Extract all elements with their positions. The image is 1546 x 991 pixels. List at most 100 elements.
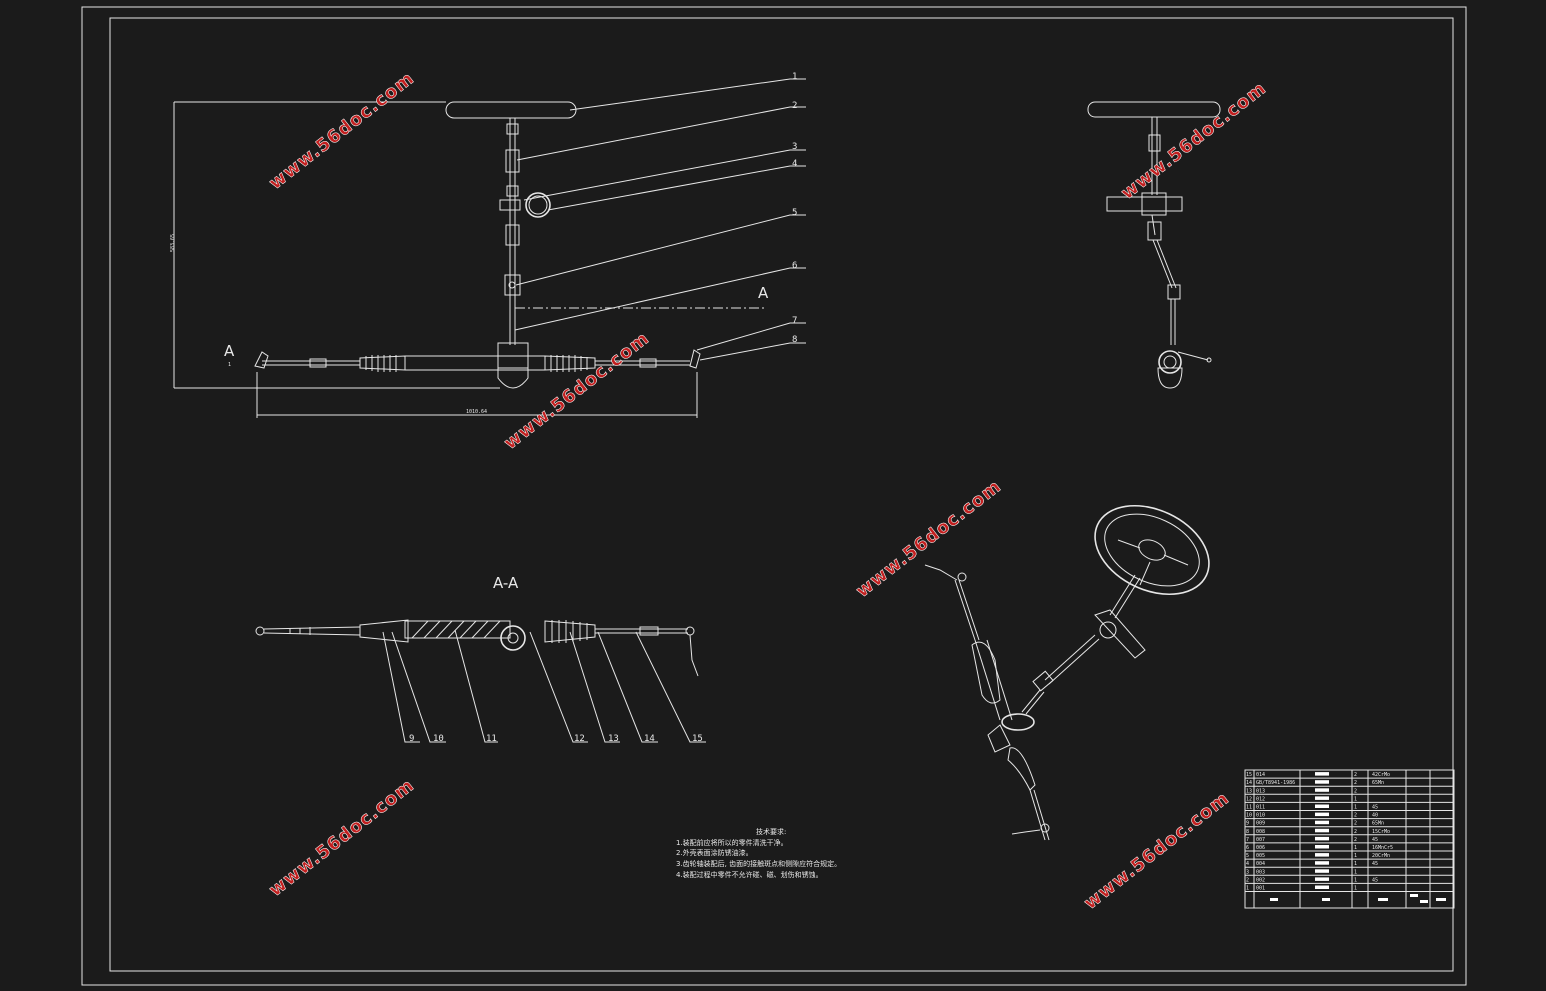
parts-name-mark (1315, 804, 1329, 808)
balloon-8: 8 (792, 335, 797, 345)
parts-cell-no: 4 (1246, 861, 1249, 867)
section-aa-view: A-A (255, 574, 706, 744)
parts-cell-no: 7 (1246, 837, 1249, 843)
watermark: www.56doc.com (1080, 788, 1233, 914)
parts-cell-code: 011 (1256, 805, 1265, 811)
parts-cell-qty: 1 (1354, 861, 1357, 867)
watermark: www.56doc.com (265, 775, 418, 901)
tech-item-1: 1.装配前应将所以的零件清洗干净。 (676, 838, 788, 847)
parts-name-mark (1315, 820, 1329, 825)
balloon-15: 15 (692, 734, 703, 744)
parts-cell-material: 40 (1372, 813, 1378, 819)
parts-cell-material: 15CrMo (1372, 829, 1390, 835)
parts-cell-code: 001 (1256, 886, 1265, 892)
parts-name-mark (1315, 796, 1329, 800)
parts-name-mark (1315, 812, 1329, 817)
balloon-14: 14 (644, 734, 655, 744)
parts-cell-qty: 2 (1354, 813, 1357, 819)
parts-cell-no: 8 (1246, 829, 1249, 835)
balloon-13: 13 (608, 734, 619, 744)
parts-cell-material: 65Mn (1372, 821, 1384, 827)
watermark: www.56doc.com (500, 328, 653, 454)
parts-name-mark (1315, 788, 1329, 792)
tech-requirements: 技术要求: 1.装配前应将所以的零件清洗干净。 2.外壳表面涂防锈油漆。 3.齿… (676, 827, 841, 879)
parts-name-mark (1315, 780, 1329, 784)
balloon-7: 7 (792, 316, 797, 326)
tech-item-3: 3.齿轮轴装配后, 齿面的接触斑点和侧隙应符合规定。 (676, 859, 841, 868)
parts-cell-code: 006 (1256, 845, 1265, 851)
parts-cell-code: 004 (1256, 861, 1265, 867)
balloon-11: 11 (486, 734, 497, 744)
parts-cell-material: 45 (1372, 877, 1378, 883)
parts-cell-no: 9 (1246, 821, 1249, 827)
parts-cell-code: 012 (1256, 796, 1265, 802)
balloon-9: 9 (409, 734, 414, 744)
parts-name-mark (1315, 861, 1329, 865)
section-marker-sub: 1 (228, 362, 231, 368)
parts-cell-no: 6 (1246, 845, 1249, 851)
parts-cell-no: 5 (1246, 853, 1249, 859)
parts-cell-qty: 2 (1354, 837, 1357, 843)
balloon-3: 3 (792, 142, 797, 152)
parts-cell-no: 11 (1246, 805, 1252, 811)
section-marker-right: A (758, 284, 769, 302)
side-view (1087, 101, 1221, 389)
parts-cell-no: 15 (1246, 772, 1252, 778)
parts-name-mark (1315, 869, 1329, 873)
section-marker-left: A (224, 342, 235, 360)
parts-cell-qty: 2 (1354, 829, 1357, 835)
tech-item-4: 4.装配过程中零件不允许碰、磁、划伤和锈蚀。 (676, 870, 823, 879)
balloon-5: 5 (792, 208, 797, 218)
parts-cell-no: 13 (1246, 788, 1252, 794)
parts-name-mark (1315, 772, 1329, 776)
watermark: www.56doc.com (1117, 78, 1270, 204)
parts-cell-material: 45 (1372, 837, 1378, 843)
parts-name-mark (1315, 845, 1329, 849)
parts-cell-qty: 1 (1354, 796, 1357, 802)
watermark: www.56doc.com (852, 476, 1005, 602)
parts-cell-no: 10 (1246, 813, 1252, 819)
parts-cell-qty: 1 (1354, 845, 1357, 851)
parts-cell-material: 45 (1372, 861, 1378, 867)
front-view: A A 1 583.65 1010.64 1 2 3 4 5 6 7 8 (170, 72, 806, 418)
parts-cell-qty: 1 (1354, 805, 1357, 811)
parts-cell-qty: 1 (1354, 869, 1357, 875)
parts-cell-qty: 2 (1354, 788, 1357, 794)
section-title: A-A (493, 574, 519, 592)
inner-frame (109, 17, 1454, 972)
parts-cell-code: 007 (1256, 837, 1265, 843)
isometric-view (924, 504, 1210, 841)
parts-name-mark (1315, 853, 1329, 857)
parts-name-mark (1315, 828, 1329, 833)
dim-height: 583.65 (170, 234, 176, 252)
parts-cell-code: 002 (1256, 877, 1265, 883)
parts-name-mark (1315, 836, 1329, 841)
parts-cell-material: 45 (1372, 805, 1378, 811)
parts-cell-no: 14 (1246, 780, 1252, 786)
dim-width: 1010.64 (466, 409, 487, 415)
parts-cell-code: 010 (1256, 813, 1265, 819)
watermark: www.56doc.com (265, 68, 418, 194)
parts-cell-code: 009 (1256, 821, 1265, 827)
balloon-1: 1 (792, 72, 797, 82)
tech-title: 技术要求: (756, 827, 786, 836)
parts-cell-material: 16MnCr5 (1372, 845, 1393, 851)
tech-item-2: 2.外壳表面涂防锈油漆。 (676, 848, 753, 857)
parts-cell-qty: 2 (1354, 821, 1357, 827)
balloon-12: 12 (574, 734, 585, 744)
parts-cell-qty: 1 (1354, 877, 1357, 883)
parts-cell-code: 008 (1256, 829, 1265, 835)
parts-cell-qty: 1 (1354, 853, 1357, 859)
parts-cell-material: 42CrMo (1372, 772, 1390, 778)
parts-cell-qty: 2 (1354, 772, 1357, 778)
parts-cell-code: 005 (1256, 853, 1265, 859)
parts-cell-code: 013 (1256, 788, 1265, 794)
parts-cell-code: GB/T8941-1986 (1256, 780, 1295, 786)
parts-cell-no: 3 (1246, 869, 1249, 875)
parts-cell-no: 1 (1246, 886, 1249, 892)
parts-cell-qty: 1 (1354, 886, 1357, 892)
balloon-6: 6 (792, 261, 797, 271)
parts-cell-no: 12 (1246, 796, 1252, 802)
